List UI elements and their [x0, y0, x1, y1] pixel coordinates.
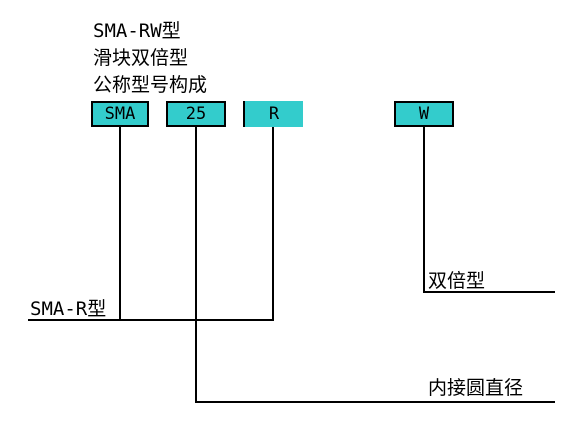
code-box-type: R — [243, 101, 303, 127]
connector-series-vertical — [119, 127, 121, 320]
connector-size-vertical — [195, 127, 197, 403]
code-box-series: SMA — [91, 101, 149, 127]
connector-slider-vertical — [423, 127, 425, 293]
connector-diameter-horizontal — [195, 401, 555, 403]
label-sma-r-type: SMA-R型 — [30, 298, 107, 320]
connector-sma-r-horizontal — [28, 319, 274, 321]
label-double-type: 双倍型 — [428, 270, 486, 292]
code-box-size: 25 — [166, 101, 226, 127]
connector-double-horizontal — [423, 291, 555, 293]
title-slider-type: 滑块双倍型 — [93, 47, 189, 69]
title-composition: 公称型号构成 — [93, 74, 208, 96]
connector-type-vertical — [272, 127, 274, 320]
title-model: SMA-RW型 — [93, 20, 181, 42]
label-inscribed-diameter: 内接圆直径 — [428, 377, 524, 399]
code-box-slider: W — [394, 101, 454, 127]
